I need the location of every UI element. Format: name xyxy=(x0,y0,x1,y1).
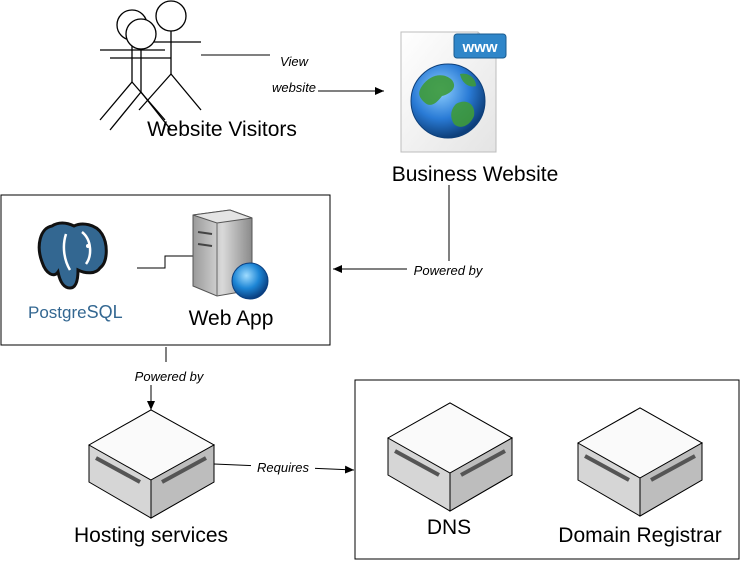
edge-powered-by-website xyxy=(333,185,450,273)
webapp-label: Web App xyxy=(189,307,274,330)
edge-view-label-line2: website xyxy=(272,80,316,95)
visitors-icon xyxy=(99,0,202,131)
website-label: Business Website xyxy=(392,163,559,186)
edge-powered-by-app-label: Powered by xyxy=(135,369,205,384)
postgres-webapp-connector xyxy=(137,255,193,269)
webapp-server-icon xyxy=(192,209,269,300)
registrar-server-icon xyxy=(576,407,704,517)
registrar-label: Domain Registrar xyxy=(558,524,721,547)
dns-registrar-container xyxy=(354,379,740,560)
visitors-label: Website Visitors xyxy=(147,118,297,141)
postgresql-elephant-icon xyxy=(37,221,108,290)
website-icon: www xyxy=(400,31,507,153)
dns-label: DNS xyxy=(427,516,471,539)
webapp-container xyxy=(0,194,331,346)
globe-icon xyxy=(410,63,486,139)
hosting-label: Hosting services xyxy=(74,524,228,547)
postgresql-label: PostgreSQL xyxy=(28,302,123,322)
dns-server-icon xyxy=(386,402,514,512)
network-ball-icon xyxy=(231,262,269,300)
edge-requires-label: Requires xyxy=(257,460,310,475)
svg-text:www: www xyxy=(461,39,497,56)
hosting-server-icon xyxy=(87,409,216,519)
edge-powered-by-website-label: Powered by xyxy=(414,263,484,278)
edge-view-label-line1: View xyxy=(280,54,310,69)
www-badge xyxy=(453,33,507,59)
